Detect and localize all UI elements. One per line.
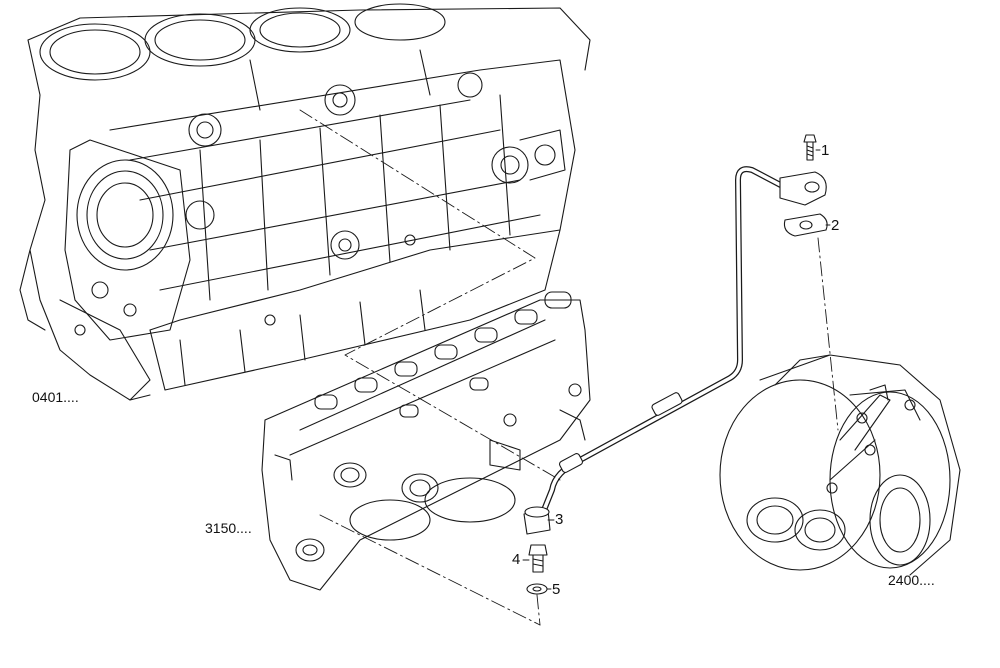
assembly-label-engine-block: 0401.... (32, 389, 79, 405)
turbocharger-drawing (719, 354, 961, 576)
leader-lines (299, 109, 839, 626)
assembly-label-turbocharger: 2400.... (888, 572, 935, 588)
callout-2: 2 (831, 217, 840, 234)
assembly-label-oil-filter-housing: 3150.... (205, 520, 252, 536)
callout-1: 1 (821, 142, 830, 159)
callout-5: 5 (552, 581, 561, 598)
bolt-drawing (803, 134, 817, 161)
callout-3: 3 (555, 511, 564, 528)
gasket-drawing (783, 213, 828, 237)
engine-block-drawing (19, 3, 591, 401)
washer-drawing (526, 583, 548, 595)
union-fitting-drawing (528, 544, 548, 573)
oil-filter-housing-drawing (261, 291, 591, 591)
callout-ticks (522, 149, 831, 590)
oil-supply-pipe-drawing (523, 166, 827, 535)
callout-4: 4 (512, 551, 521, 568)
